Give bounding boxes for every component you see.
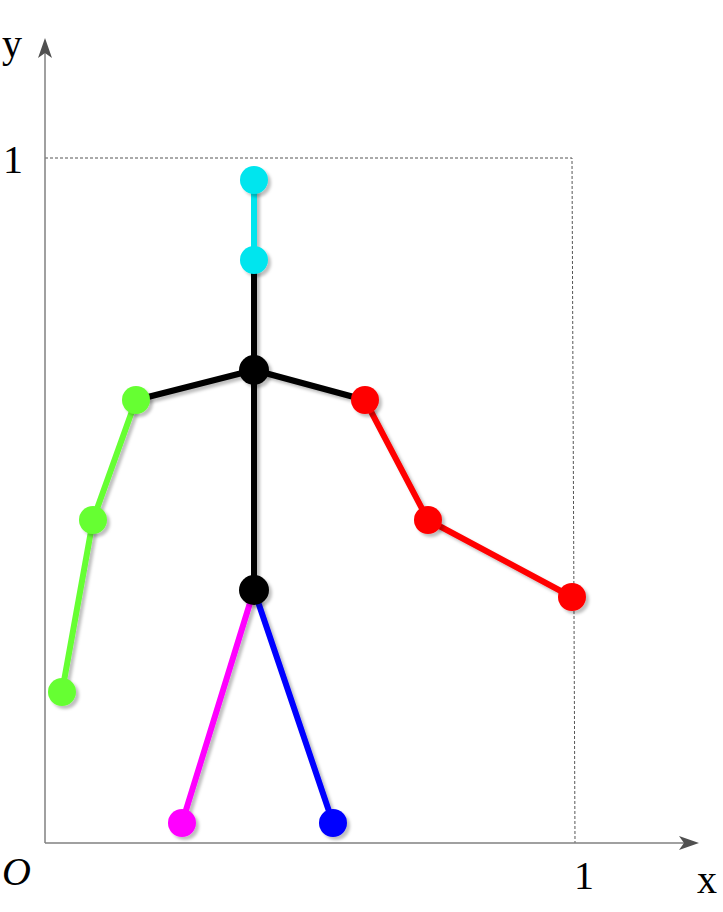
arm-bone bbox=[62, 400, 136, 692]
axis-label: x bbox=[697, 860, 717, 900]
y-axis-arrow bbox=[38, 38, 52, 58]
joint bbox=[351, 386, 379, 414]
unit-box bbox=[45, 158, 575, 843]
joint bbox=[79, 506, 107, 534]
spine-bone bbox=[251, 260, 257, 590]
shoulder-bone bbox=[136, 370, 254, 400]
leg-bone bbox=[182, 590, 254, 823]
joint bbox=[558, 583, 586, 611]
joint bbox=[239, 575, 269, 605]
axis-label: O bbox=[2, 852, 31, 892]
joint bbox=[319, 809, 347, 837]
joint bbox=[240, 246, 268, 274]
joint bbox=[168, 809, 196, 837]
axis-label: 1 bbox=[574, 856, 594, 896]
axis-label: 1 bbox=[3, 140, 23, 180]
x-axis bbox=[45, 842, 685, 844]
shoulder-bone bbox=[254, 370, 365, 400]
joint bbox=[414, 506, 442, 534]
axis-label: y bbox=[2, 24, 22, 64]
arm-bone bbox=[365, 400, 572, 597]
joint bbox=[48, 678, 76, 706]
y-axis bbox=[44, 52, 46, 843]
joint bbox=[122, 386, 150, 414]
joint bbox=[240, 166, 268, 194]
leg-bone bbox=[254, 590, 333, 823]
x-axis-arrow bbox=[679, 836, 699, 850]
joint bbox=[239, 355, 269, 385]
